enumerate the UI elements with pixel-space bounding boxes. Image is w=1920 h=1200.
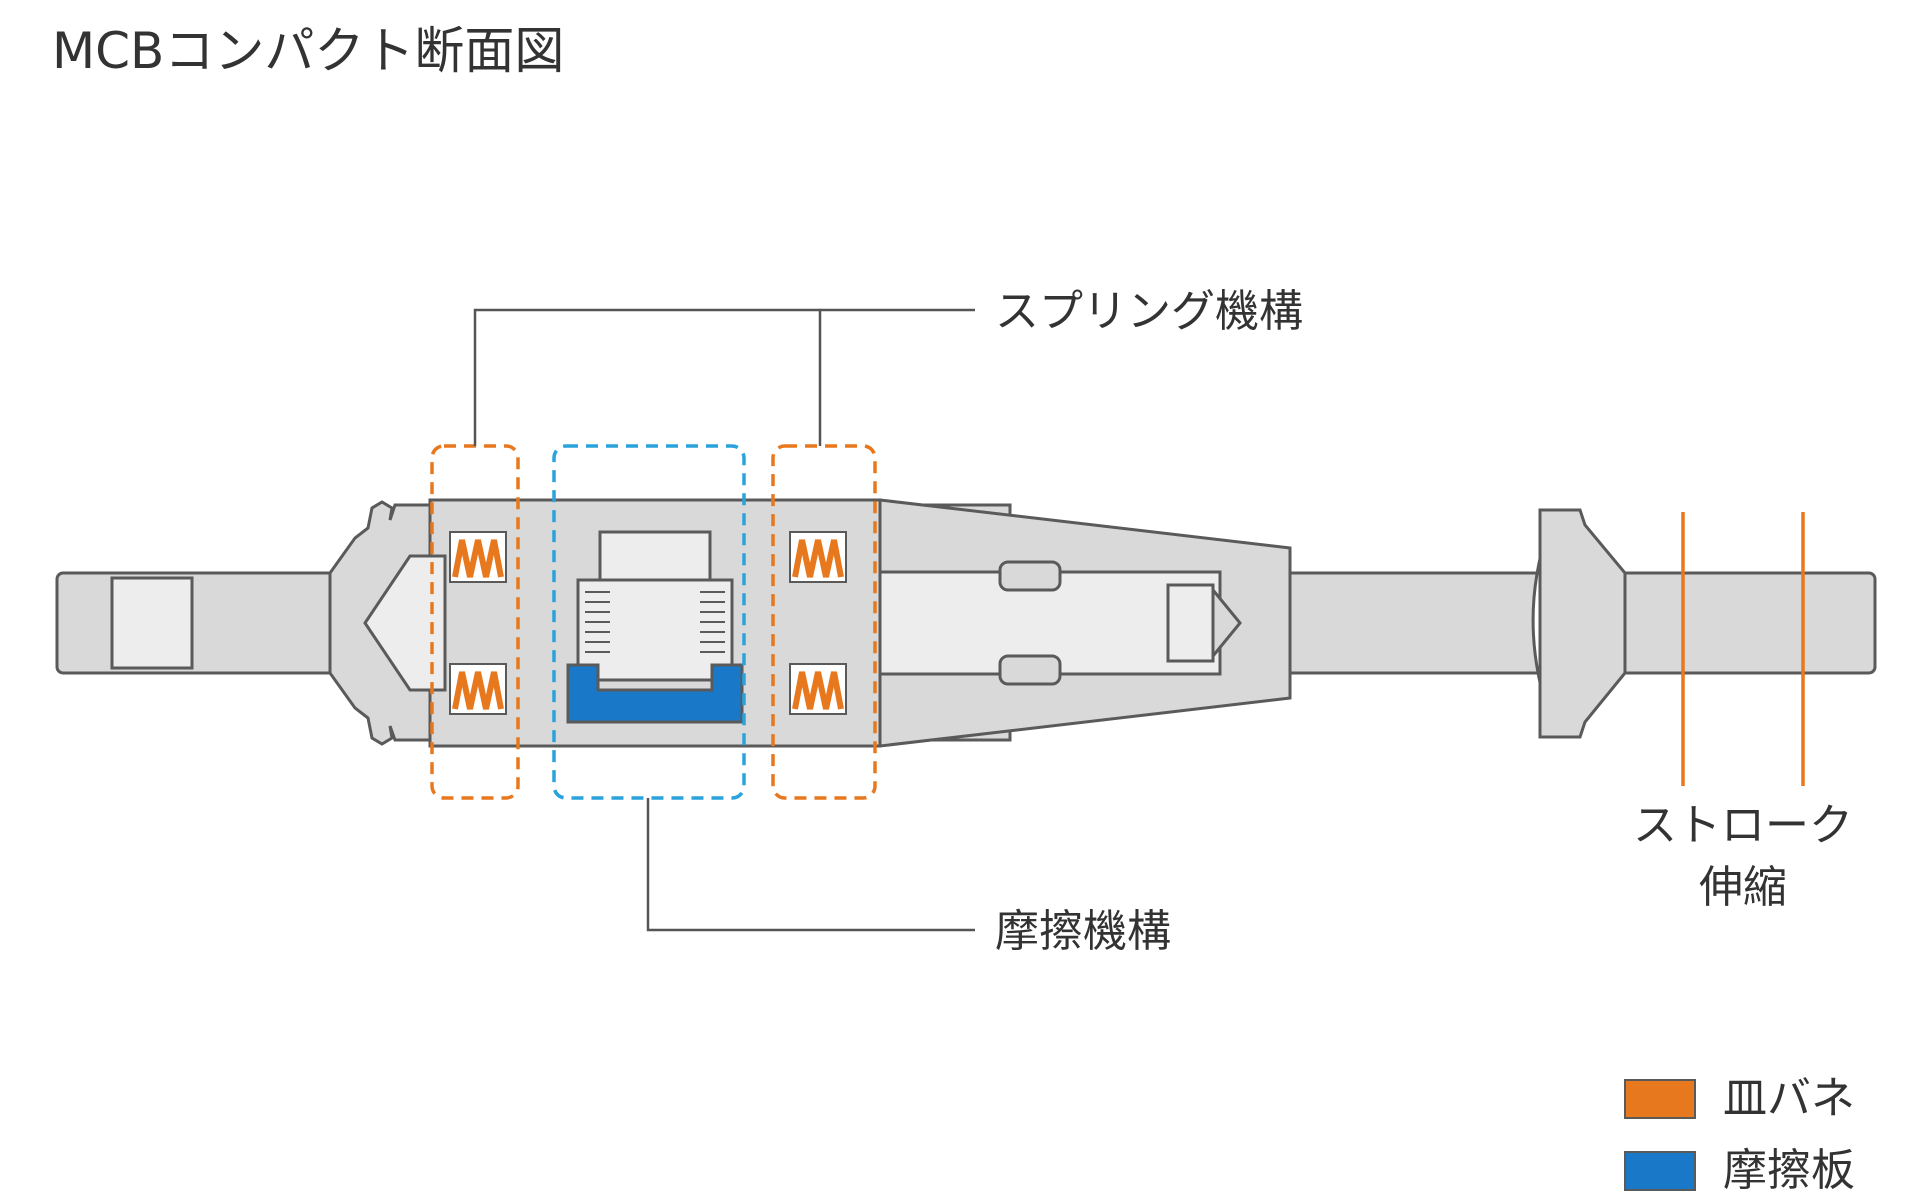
legend-label-friction-plate: 摩擦板 [1723,1145,1855,1196]
friction-box [552,444,746,800]
left-cone-tip [363,554,447,692]
left-rod-end [55,571,339,675]
spring-mechanism-label: スプリング機構 [995,286,1303,337]
damper-assembly [55,498,1877,748]
left-rod-eye [110,576,194,670]
spring-box-right [771,444,877,800]
friction-core [576,578,734,682]
diagram-title: MCBコンパクト断面図 [52,22,564,80]
rod-tip [1211,585,1242,661]
output-shaft-left [1288,571,1542,675]
disc-spring-upper-right [789,531,847,583]
lower-guide [998,654,1062,686]
spring-leader-bracket [473,308,822,446]
upper-guide [998,560,1062,592]
disc-spring-lower-right [789,663,847,715]
friction-plate [566,663,744,724]
legend-swatch-friction-plate [1624,1151,1696,1191]
legend: 皿バネ 摩擦板 [1624,1073,1855,1196]
output-shaft-right [1598,571,1877,675]
friction-leader-line [646,798,975,932]
rod-plug [1166,583,1215,663]
legend-label-disc-spring: 皿バネ [1723,1073,1855,1124]
friction-fins-right [700,591,725,653]
disc-spring-upper-left [449,531,507,583]
stroke-label-line1: ストローク [1633,800,1853,851]
friction-mechanism-label: 摩擦機構 [995,906,1171,957]
right-flange [1538,508,1627,739]
stroke-label-line2: 伸縮 [1699,862,1787,913]
disc-spring-lower-left [449,663,507,715]
friction-fins-left [585,591,610,653]
legend-swatch-disc-spring [1624,1079,1696,1119]
